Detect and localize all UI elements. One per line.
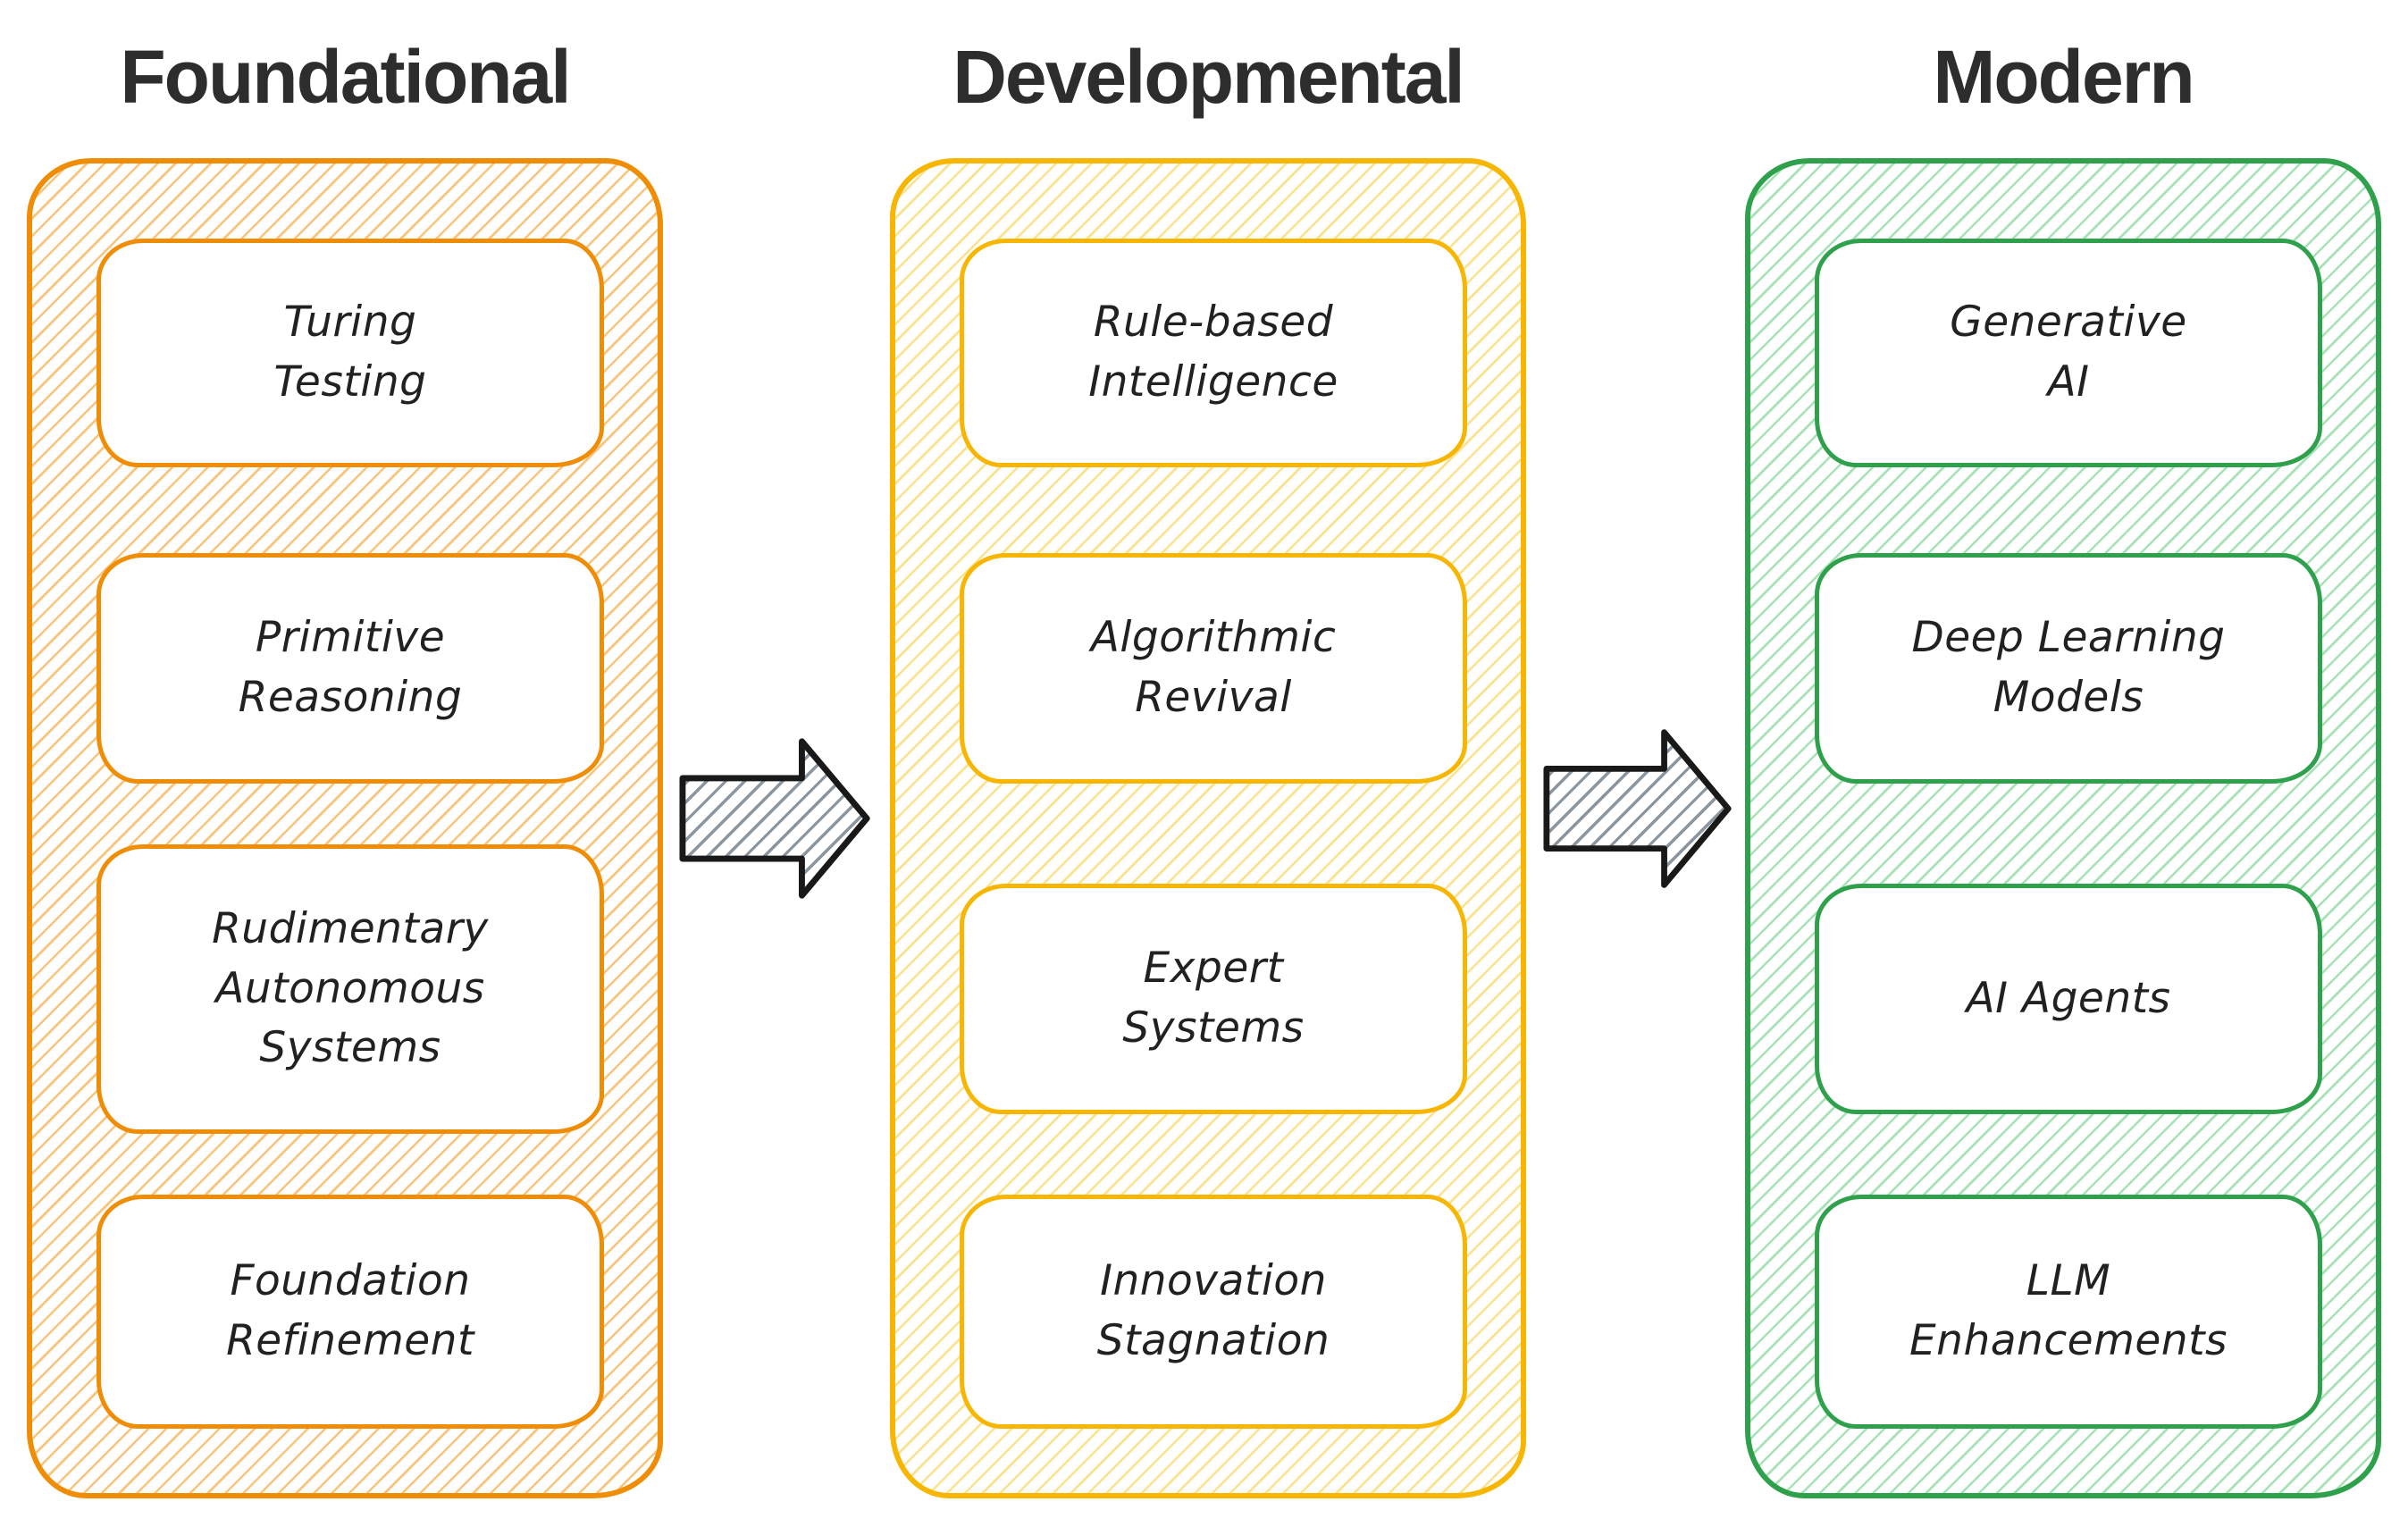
column-foundational: Foundational Turing Testing Primitive Re… xyxy=(27,0,663,1527)
column-modern: Modern Generative AI Deep Learning Model… xyxy=(1745,0,2381,1527)
box-algorithmic-revival: Algorithmic Revival xyxy=(960,553,1467,784)
box-label: Turing Testing xyxy=(273,298,427,407)
right-arrow-icon xyxy=(1543,722,1733,895)
arrow-outline xyxy=(679,738,870,899)
box-primitive-reasoning: Primitive Reasoning xyxy=(96,553,604,784)
box-label: Innovation Stagnation xyxy=(1096,1256,1330,1365)
box-turing-testing: Turing Testing xyxy=(96,239,604,467)
box-label: Rudimentary Autonomous Systems xyxy=(212,903,489,1073)
column-title-developmental: Developmental xyxy=(952,34,1465,119)
box-rudimentary-autonomous-systems: Rudimentary Autonomous Systems xyxy=(96,844,604,1134)
box-label: LLM Enhancements xyxy=(1909,1256,2228,1365)
box-deep-learning-models: Deep Learning Models xyxy=(1815,553,2322,784)
column-title-foundational: Foundational xyxy=(120,34,571,119)
box-label: Foundation Refinement xyxy=(226,1256,474,1365)
box-label: Deep Learning Models xyxy=(1911,613,2226,722)
box-innovation-stagnation: Innovation Stagnation xyxy=(960,1195,1467,1429)
box-ai-agents: AI Agents xyxy=(1815,884,2322,1114)
box-label: Rule-based Intelligence xyxy=(1088,298,1338,407)
column-developmental: Developmental Rule-based Intelligence Al… xyxy=(890,0,1526,1527)
box-label: AI Agents xyxy=(1966,973,2171,1023)
column-panel-modern: Generative AI Deep Learning Models AI Ag… xyxy=(1745,158,2381,1498)
box-rule-based-intelligence: Rule-based Intelligence xyxy=(960,239,1467,467)
box-llm-enhancements: LLM Enhancements xyxy=(1815,1195,2322,1429)
box-foundation-refinement: Foundation Refinement xyxy=(96,1195,604,1429)
box-label: Primitive Reasoning xyxy=(238,613,463,722)
right-arrow-icon xyxy=(679,731,872,906)
box-label: Algorithmic Revival xyxy=(1090,613,1337,722)
box-expert-systems: Expert Systems xyxy=(960,884,1467,1114)
arrow-outline xyxy=(1543,729,1732,888)
column-title-modern: Modern xyxy=(1933,34,2194,119)
box-label: Expert Systems xyxy=(1122,944,1305,1053)
box-label: Generative AI xyxy=(1950,298,2187,407)
column-panel-foundational: Turing Testing Primitive Reasoning Rudim… xyxy=(27,158,663,1498)
box-generative-ai: Generative AI xyxy=(1815,239,2322,467)
column-panel-developmental: Rule-based Intelligence Algorithmic Revi… xyxy=(890,158,1526,1498)
